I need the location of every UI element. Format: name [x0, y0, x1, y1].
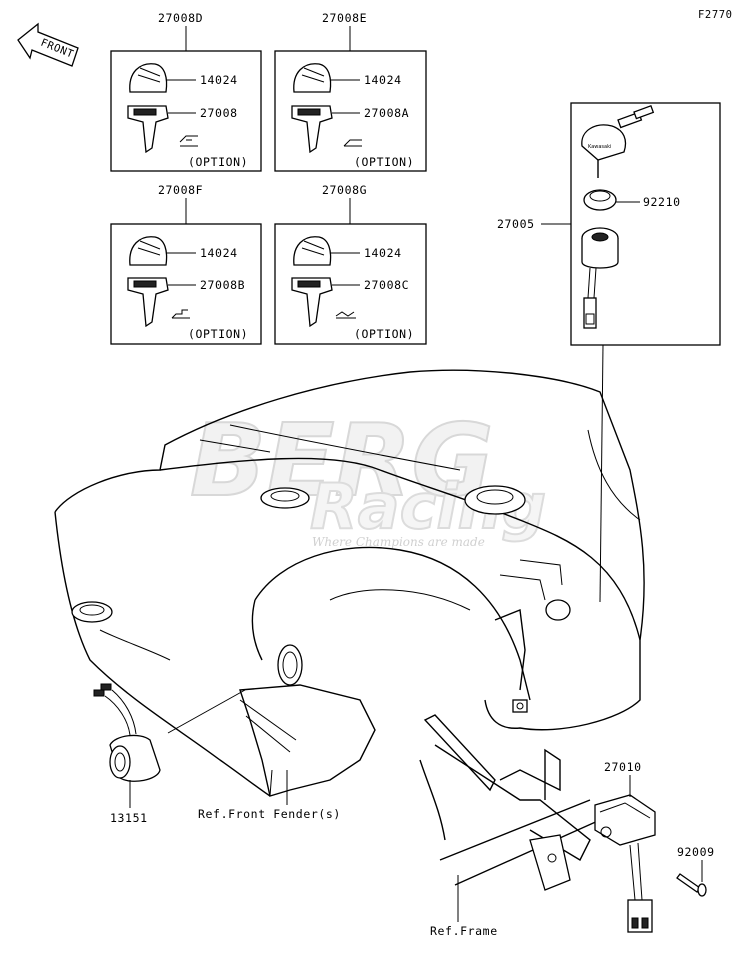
- key-set-number: 27008D: [158, 11, 203, 25]
- ignition-assembly-box: 27005 Kawasaki 92210: [497, 102, 721, 603]
- front-fender-ref: Ref.Front Fender(s): [198, 807, 341, 821]
- key-part-number: 27008: [200, 106, 238, 120]
- front-cowl-outline: [54, 369, 645, 797]
- watermark: BERG Racing Where Champions are made: [189, 401, 547, 549]
- nut-part-number: 92210: [643, 195, 681, 209]
- key-part-number: 27008B: [200, 278, 245, 292]
- key-set-number: 27008F: [158, 183, 203, 197]
- lock-nut-icon: [583, 189, 617, 211]
- front-fender-bracket: [239, 684, 376, 805]
- key-set-box-2: 27008E 14024 27008A (OPTION): [274, 11, 427, 172]
- key-cut-icon: [335, 311, 356, 319]
- key-cut-icon: [343, 139, 362, 147]
- key-cut-icon: [171, 309, 190, 319]
- indicator-lamp-icon: [93, 683, 161, 808]
- screw-icon: [676, 860, 707, 897]
- key-cap-icon: [293, 63, 332, 93]
- option-note: (OPTION): [354, 155, 414, 169]
- indicator-leader: [167, 689, 246, 734]
- key-set-number: 27008E: [322, 11, 367, 25]
- front-arrow-icon: FRONT: [17, 22, 79, 67]
- key-cap-icon: [293, 236, 332, 266]
- cap-part-number: 14024: [200, 246, 238, 260]
- key-set-box-4: 27008G 14024 27008C (OPTION): [274, 183, 427, 345]
- frame-ref: Ref.Frame: [430, 924, 498, 938]
- assembly-part-number: 27005: [497, 217, 535, 231]
- key-part-number: 27008A: [364, 106, 409, 120]
- cowl-grommets: [71, 485, 571, 686]
- option-note: (OPTION): [188, 327, 248, 341]
- key-blank-icon: [291, 105, 333, 154]
- switch-body-icon: [581, 227, 619, 329]
- key-set-box-3: 27008F 14024 27008B (OPTION): [110, 183, 262, 345]
- switch-mount-bracket: [494, 609, 528, 713]
- key-cap-icon: [129, 236, 168, 266]
- key-blank-icon: [127, 277, 169, 328]
- switch-27010-icon: [594, 775, 656, 933]
- svg-text:Kawasaki: Kawasaki: [588, 144, 611, 150]
- indicator-part-number: 13151: [110, 811, 148, 825]
- watermark-line2: Racing: [310, 470, 546, 543]
- key-set-number: 27008G: [322, 183, 367, 197]
- key-set-box-1: 27008D 14024 27008 (OPTION): [110, 11, 262, 172]
- cap-part-number: 14024: [200, 73, 238, 87]
- key-blank-icon: [127, 105, 169, 154]
- cap-part-number: 14024: [364, 246, 402, 260]
- key-part-number: 27008C: [364, 278, 409, 292]
- frame-section: [419, 714, 601, 922]
- watermark-tagline: Where Champions are made: [312, 535, 485, 549]
- key-blank-icon: [291, 277, 333, 328]
- option-note: (OPTION): [354, 327, 414, 341]
- switch-part-number: 27010: [604, 760, 642, 774]
- figure-code: F2770: [698, 9, 733, 21]
- ignition-hole: [545, 599, 571, 621]
- key-cut-icon: [179, 135, 198, 147]
- key-cap-icon: [129, 63, 168, 93]
- option-note: (OPTION): [188, 155, 248, 169]
- screw-part-number: 92009: [677, 845, 715, 859]
- cap-part-number: 14024: [364, 73, 402, 87]
- indicator-hole: [277, 644, 303, 686]
- assembly-keys-icon: Kawasaki: [581, 105, 655, 178]
